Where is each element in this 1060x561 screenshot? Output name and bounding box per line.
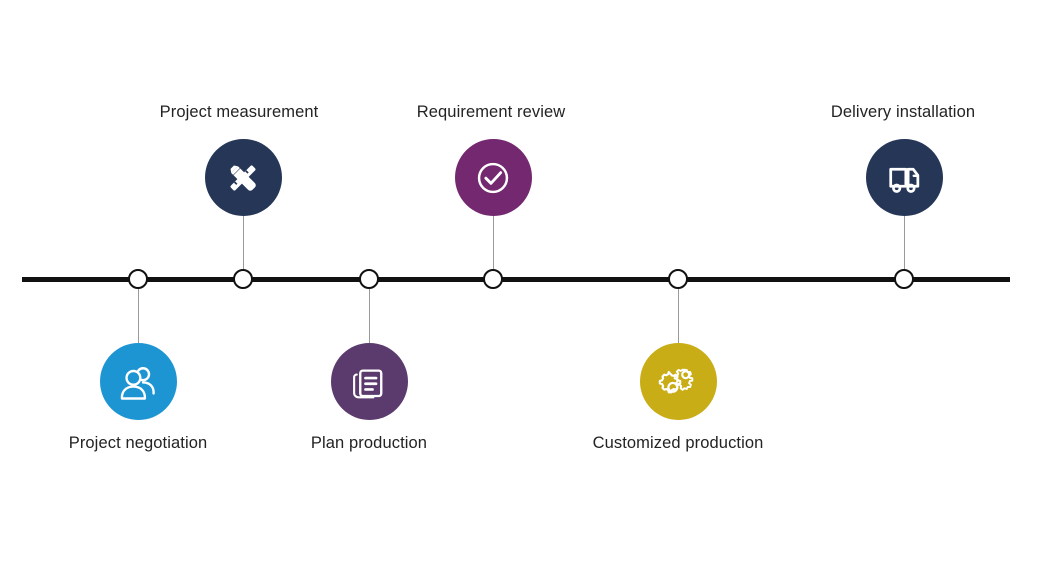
documents-icon (348, 361, 390, 403)
stem-project-measurement (243, 216, 244, 271)
timeline-axis (22, 277, 1010, 282)
truck-icon (882, 156, 926, 200)
label-requirement-review: Requirement review (416, 103, 566, 121)
label-delivery-installation: Delivery installation (830, 103, 976, 121)
node-project-negotiation[interactable] (128, 269, 148, 289)
label-plan-production: Plan production (310, 434, 428, 452)
gears-icon (655, 359, 701, 405)
stem-plan-production (369, 289, 370, 344)
icon-bubble-requirement-review[interactable] (454, 139, 532, 216)
node-plan-production[interactable] (359, 269, 379, 289)
pencil-ruler-icon (221, 156, 265, 200)
stem-customized-production (678, 289, 679, 344)
check-circle-icon (471, 156, 515, 200)
stem-requirement-review (493, 216, 494, 271)
label-project-negotiation: Project negotiation (68, 434, 208, 452)
node-requirement-review[interactable] (483, 269, 503, 289)
icon-bubble-project-measurement[interactable] (204, 139, 282, 216)
label-customized-production: Customized production (592, 434, 764, 452)
stem-project-negotiation (138, 289, 139, 344)
icon-bubble-project-negotiation[interactable] (99, 343, 177, 420)
node-delivery-installation[interactable] (894, 269, 914, 289)
node-project-measurement[interactable] (233, 269, 253, 289)
label-project-measurement: Project measurement (159, 103, 319, 121)
node-customized-production[interactable] (668, 269, 688, 289)
users-icon (116, 360, 160, 404)
icon-bubble-delivery-installation[interactable] (865, 139, 943, 216)
icon-bubble-plan-production[interactable] (330, 343, 408, 420)
stem-delivery-installation (904, 216, 905, 271)
icon-bubble-customized-production[interactable] (639, 343, 717, 420)
